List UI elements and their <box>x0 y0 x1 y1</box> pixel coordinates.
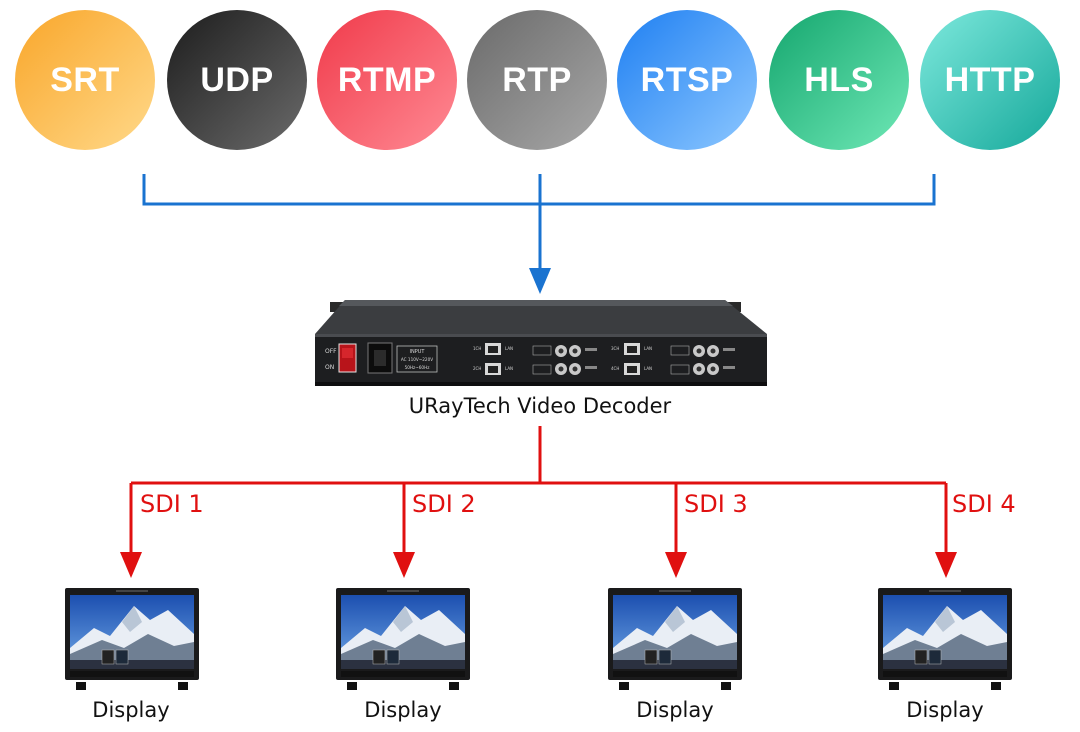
output-arrowhead-1 <box>120 552 142 578</box>
protocol-rtmp: RTMP <box>317 10 457 150</box>
display-2-caption: Display <box>364 698 442 722</box>
display-1-caption: Display <box>92 698 170 722</box>
input-arrowhead <box>529 268 551 294</box>
port-3ch-label: 3CH <box>611 346 619 351</box>
lan-label-3: LAN <box>644 346 652 351</box>
sdi-3-label: SDI 3 <box>684 490 748 518</box>
decoder-label: URayTech Video Decoder <box>408 394 672 418</box>
lan-label-2: LAN <box>505 366 513 371</box>
output-arrowhead-2 <box>393 552 415 578</box>
protocol-rtp: RTP <box>467 10 607 150</box>
panel-on-label: ON <box>325 364 334 371</box>
protocol-srt: SRT <box>15 10 155 150</box>
port-4ch-label: 4CH <box>611 366 619 371</box>
display-monitor-4 <box>877 588 1013 691</box>
output-arrowhead-3 <box>665 552 687 578</box>
display-monitor-3 <box>607 588 743 691</box>
display-3-caption: Display <box>636 698 714 722</box>
display-4-caption: Display <box>906 698 984 722</box>
sdi-1-label: SDI 1 <box>140 490 204 518</box>
panel-ac-label: AC 110V~220V <box>401 357 433 362</box>
protocol-hls: HLS <box>769 10 909 150</box>
decoder-device: OFF ON INPUT AC 110V~220V 50Hz~60Hz 1CH … <box>315 300 767 386</box>
panel-off-label: OFF <box>325 348 337 355</box>
lan-label-1: LAN <box>505 346 513 351</box>
panel-input-label: INPUT <box>410 349 426 355</box>
output-arrowhead-4 <box>935 552 957 578</box>
sdi-2-label: SDI 2 <box>412 490 476 518</box>
panel-hz-label: 50Hz~60Hz <box>405 365 431 370</box>
protocol-rtsp: RTSP <box>617 10 757 150</box>
lan-label-4: LAN <box>644 366 652 371</box>
display-monitor-2 <box>335 588 471 691</box>
display-monitor-1 <box>64 588 200 691</box>
sdi-4-label: SDI 4 <box>952 490 1016 518</box>
protocol-http: HTTP <box>920 10 1060 150</box>
port-1ch-label: 1CH <box>473 346 481 351</box>
port-2ch-label: 2CH <box>473 366 481 371</box>
protocol-udp: UDP <box>167 10 307 150</box>
input-connector <box>142 174 936 272</box>
output-connector <box>129 426 948 556</box>
